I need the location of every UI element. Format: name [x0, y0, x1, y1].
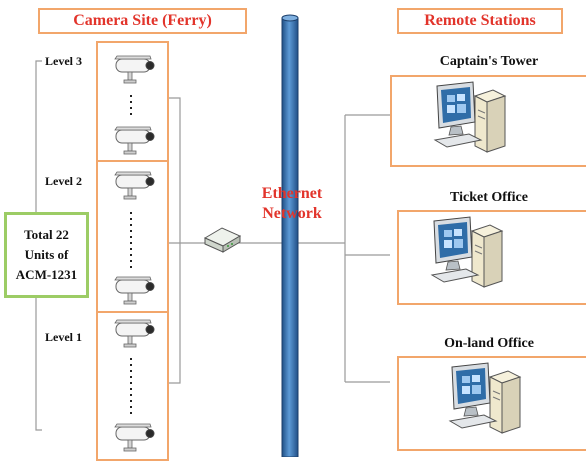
ethernet-pipe	[281, 14, 299, 457]
total-line-3: ACM-1231	[15, 267, 78, 282]
total-line-1: Total 22	[24, 227, 69, 242]
ethernet-network-label: Ethernet Network	[242, 184, 342, 224]
computer-workstation-icon	[431, 216, 503, 288]
total-line-2: Units of	[24, 247, 69, 262]
network-label-line-1: Ethernet	[261, 185, 323, 202]
station-label-ticket-office: Ticket Office	[450, 190, 528, 205]
station-label-captains-tower: Captain's Tower	[439, 54, 539, 69]
computer-workstation-icon	[449, 362, 521, 434]
remote-stations-header: Remote Stations	[397, 8, 563, 34]
computer-workstation-icon	[434, 81, 506, 153]
camera-to-switch-line	[167, 97, 205, 384]
total-units-box: Total 22 Units of ACM-1231	[4, 212, 89, 298]
network-label-line-2: Network	[262, 205, 322, 222]
network-to-stations-line	[298, 114, 390, 383]
station-label-on-land-office: On-land Office	[444, 336, 534, 351]
level-1-label: Level 1	[45, 330, 82, 344]
level-2-label: Level 2	[45, 174, 82, 188]
level-3-label: Level 3	[45, 54, 82, 68]
camera-site-header: Camera Site (Ferry)	[38, 8, 247, 34]
ethernet-switch-icon	[203, 227, 242, 253]
